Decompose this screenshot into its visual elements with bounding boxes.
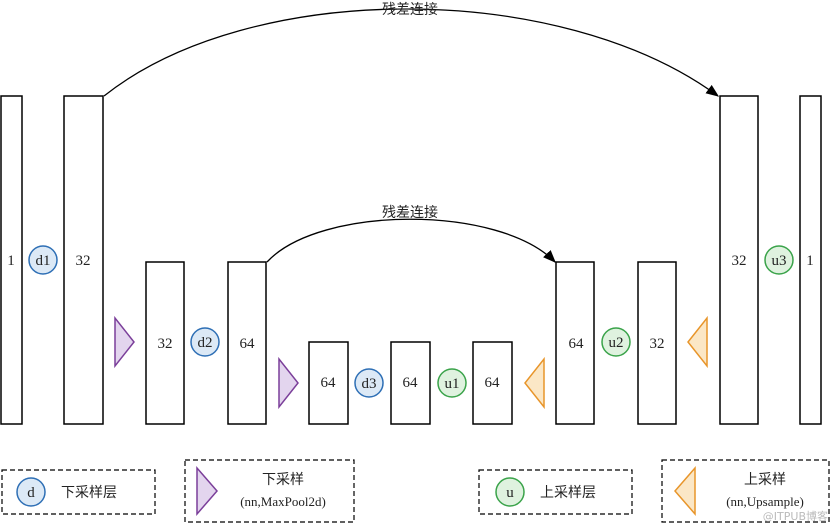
block-10 xyxy=(719,95,759,425)
block-11 xyxy=(799,95,822,425)
block-6-label: 64 xyxy=(403,375,419,391)
downsample-triangle-icon xyxy=(278,356,299,410)
block-11-label: 1 xyxy=(806,253,814,269)
down-layer-circle-icon xyxy=(16,477,46,507)
block-9 xyxy=(637,261,677,425)
legend-down-layer-symbol: d xyxy=(27,485,35,501)
block-3 xyxy=(145,261,185,425)
downsample-triangle-icon xyxy=(114,315,135,369)
up-layer-circle-icon xyxy=(495,477,525,507)
block-4 xyxy=(227,261,267,425)
upsample-triangle-icon xyxy=(687,315,708,369)
down-layer-circle-icon xyxy=(28,245,58,275)
block-8 xyxy=(555,261,595,425)
inner-skip-connection-arrow xyxy=(266,218,556,263)
legend-downsample-title: 下采样 xyxy=(262,472,304,488)
block-5-label: 64 xyxy=(321,375,337,391)
down-layer-circle-icon xyxy=(354,368,384,398)
op-u1: u1 xyxy=(437,368,467,398)
block-1 xyxy=(0,95,23,425)
legend-upsample-title: 上采样 xyxy=(744,472,786,488)
op-u2-label: u2 xyxy=(609,335,624,351)
downsample-triangle-icon xyxy=(196,465,218,517)
op-u3: u3 xyxy=(764,245,794,275)
outer-skip-connection-arrow xyxy=(103,8,720,97)
block-5 xyxy=(308,341,349,425)
inner-skip-connection-label: 残差连接 xyxy=(382,204,438,221)
outer-skip-connection-label: 残差连接 xyxy=(382,1,438,18)
upsample-triangle-icon xyxy=(524,356,545,410)
legend-upsample-detail: (nn,Upsample) xyxy=(726,494,804,509)
op-u3-label: u3 xyxy=(772,253,787,269)
legend-downsample-detail: (nn,MaxPool2d) xyxy=(240,494,326,509)
legend-down-layer: d 下采样层 xyxy=(1,469,156,515)
up-layer-circle-icon xyxy=(764,245,794,275)
op-d3: d3 xyxy=(354,368,384,398)
block-3-label: 32 xyxy=(158,336,173,352)
block-7-label: 64 xyxy=(485,375,501,391)
block-2 xyxy=(63,95,104,425)
down-layer-circle-icon xyxy=(190,327,220,357)
block-2-label: 32 xyxy=(76,253,91,269)
block-7 xyxy=(472,341,513,425)
legend-upsample: 上采样 (nn,Upsample) xyxy=(661,459,830,523)
up-layer-circle-icon xyxy=(437,368,467,398)
block-10-label: 32 xyxy=(732,253,747,269)
legend-up-layer: u 上采样层 xyxy=(478,469,633,515)
block-4-label: 64 xyxy=(240,336,256,352)
op-u2: u2 xyxy=(601,327,631,357)
op-d1: d1 xyxy=(28,245,58,275)
op-u1-label: u1 xyxy=(445,376,460,392)
op-d2-label: d2 xyxy=(198,335,213,351)
legend-up-layer-label: 上采样层 xyxy=(540,485,596,501)
op-d1-label: d1 xyxy=(36,253,51,269)
upsample-triangle-icon xyxy=(674,465,696,517)
legend: d 下采样层 下采样 (nn,MaxPool2d) u 上采样层 上采样 (nn… xyxy=(1,459,830,523)
block-9-label: 32 xyxy=(650,336,665,352)
legend-down-layer-label: 下采样层 xyxy=(61,485,117,501)
watermark: @ITPUB博客 xyxy=(763,509,828,523)
block-6 xyxy=(390,341,431,425)
up-layer-circle-icon xyxy=(601,327,631,357)
block-1-label: 1 xyxy=(7,253,15,269)
legend-up-layer-symbol: u xyxy=(506,485,514,501)
op-d2: d2 xyxy=(190,327,220,357)
op-d3-label: d3 xyxy=(362,376,377,392)
block-8-label: 64 xyxy=(569,336,585,352)
legend-downsample: 下采样 (nn,MaxPool2d) xyxy=(184,459,355,523)
